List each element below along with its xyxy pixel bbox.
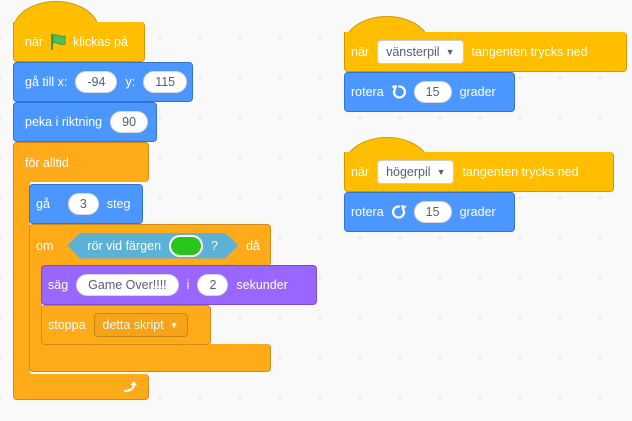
seconds-label: sekunder — [236, 278, 288, 292]
stop-label: stoppa — [48, 318, 86, 332]
if-header[interactable]: om rör vid färgen ? då — [29, 224, 271, 266]
if-footer — [29, 344, 271, 372]
chevron-down-icon: ▼ — [169, 320, 179, 330]
clicked-label: klickas på — [73, 34, 128, 49]
point-in-direction-block[interactable]: peka i riktning 90 — [13, 102, 157, 142]
question-mark: ? — [211, 238, 218, 253]
forever-footer — [13, 374, 149, 400]
say-label: säg — [48, 278, 69, 292]
turn-right-block[interactable]: rotera 15 grader — [344, 192, 515, 232]
touching-label: rör vid färgen — [87, 238, 162, 253]
chevron-down-icon: ▼ — [436, 166, 446, 177]
move-steps-block[interactable]: gå 3 steg — [29, 184, 143, 224]
loop-arrow-icon — [122, 379, 138, 395]
key-dropdown[interactable]: vänsterpil ▼ — [377, 39, 464, 64]
key-label: högerpil — [386, 164, 431, 179]
degrees-label: grader — [459, 205, 496, 219]
if-arm — [29, 264, 42, 346]
steps-label: steg — [106, 197, 131, 211]
y-label: y: — [125, 75, 136, 89]
x-input[interactable]: -94 — [75, 71, 118, 93]
touching-color-block[interactable]: rör vid färgen ? — [67, 233, 238, 259]
forever-arm — [13, 180, 30, 376]
go-to-label: gå till x: — [25, 75, 68, 89]
degrees-label: grader — [459, 85, 496, 99]
stop-option-label: detta skript — [102, 318, 164, 332]
seconds-input[interactable]: 2 — [197, 274, 229, 296]
turn-left-block[interactable]: rotera 15 grader — [344, 72, 515, 112]
stop-option-dropdown[interactable]: detta skript ▼ — [93, 313, 188, 337]
when-key-pressed-block[interactable]: när vänsterpil ▼ tangenten trycks ned — [344, 32, 627, 72]
key-label: vänsterpil — [386, 44, 440, 59]
y-input[interactable]: 115 — [143, 71, 188, 93]
degrees-input[interactable]: 15 — [413, 201, 452, 223]
when-label: när — [25, 34, 44, 49]
when-key-pressed-block[interactable]: när högerpil ▼ tangenten trycks ned — [344, 152, 614, 192]
when-label: när — [351, 164, 370, 179]
degrees-input[interactable]: 15 — [413, 81, 452, 103]
say-for-secs-block[interactable]: säg Game Over!!!! i 2 sekunder — [41, 265, 317, 305]
say-text-input[interactable]: Game Over!!!! — [76, 274, 179, 296]
forever-header[interactable]: för alltid — [13, 142, 149, 182]
color-swatch[interactable] — [169, 235, 203, 257]
rotate-right-icon — [390, 203, 408, 221]
go-to-xy-block[interactable]: gå till x: -94 y: 115 — [13, 62, 193, 102]
stop-block[interactable]: stoppa detta skript ▼ — [41, 305, 211, 345]
move-label: gå — [36, 197, 50, 211]
rotate-left-icon — [390, 83, 408, 101]
when-flag-clicked-block[interactable]: när klickas på — [13, 22, 145, 62]
then-label: då — [245, 238, 260, 253]
key-pressed-label: tangenten trycks ned — [471, 44, 588, 59]
if-label: om — [36, 238, 54, 253]
in-label: i — [186, 278, 190, 292]
steps-input[interactable]: 3 — [67, 193, 99, 215]
green-flag-icon — [49, 33, 67, 51]
turn-label: rotera — [351, 205, 384, 219]
point-label: peka i riktning — [25, 115, 103, 129]
turn-label: rotera — [351, 85, 384, 99]
key-dropdown[interactable]: högerpil ▼ — [377, 159, 455, 184]
chevron-down-icon: ▼ — [445, 46, 455, 57]
when-label: när — [351, 44, 370, 59]
key-pressed-label: tangenten trycks ned — [462, 164, 579, 179]
forever-label: för alltid — [25, 155, 69, 170]
direction-input[interactable]: 90 — [110, 111, 149, 133]
